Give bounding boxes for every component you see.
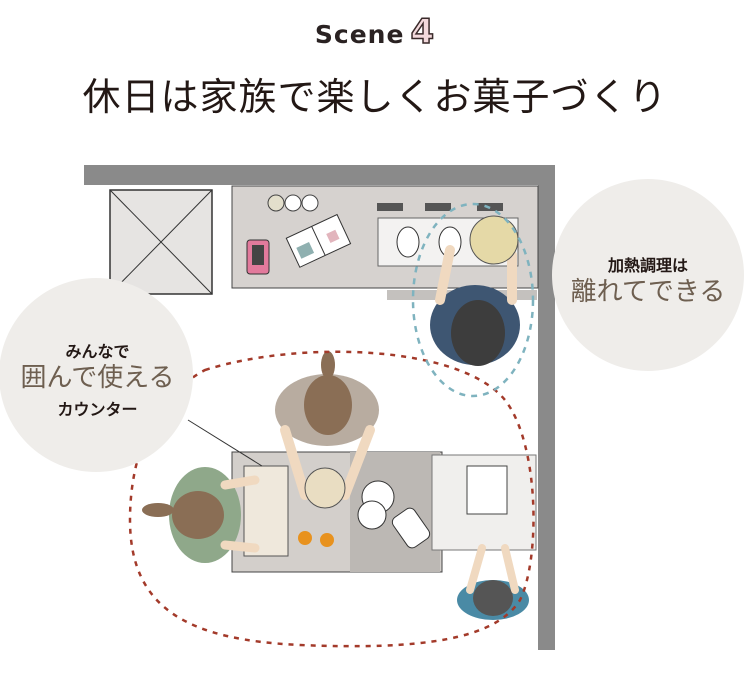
- recipe-book-icon: [285, 213, 352, 268]
- person-child: [457, 544, 529, 620]
- callout-bubble-left: [0, 278, 193, 472]
- callout-bubble-right: [552, 179, 744, 371]
- kettle-icon: [391, 507, 431, 549]
- plate-icon: [357, 500, 387, 530]
- right-wall: [538, 165, 555, 650]
- person-cooking-at-stove: [430, 215, 520, 366]
- callout-pointer: [187, 419, 263, 467]
- callout-left: みんなで 囲んで使える カウンター: [0, 338, 195, 420]
- bowls-icon: [267, 194, 319, 212]
- callout-right-line1: 加熱調理は: [607, 256, 688, 275]
- smartphone-icon: [246, 239, 270, 275]
- callout-right-line2: 離れてできる: [570, 277, 726, 307]
- person-left: [142, 467, 260, 563]
- callout-left-line1: みんなで: [65, 342, 130, 361]
- page-title: 休日は家族で楽しくお菓子づくり: [82, 75, 668, 119]
- orange-icon: [320, 533, 334, 547]
- cooking-zone-outline: [411, 202, 535, 398]
- top-wall: [84, 165, 555, 185]
- shared-counter-zone-outline: [128, 350, 535, 648]
- orange-icon: [298, 531, 312, 545]
- scene-number: 4: [410, 11, 436, 53]
- cutting-board: [466, 465, 508, 515]
- person-center: [275, 351, 379, 509]
- callout-left-line3: カウンター: [57, 399, 138, 419]
- callout-right: 加熱調理は 離れてできる: [550, 252, 746, 310]
- callout-left-line2: 囲んで使える: [20, 363, 175, 393]
- refrigerator-icon: [109, 189, 213, 295]
- scene-label: Scene: [314, 20, 405, 49]
